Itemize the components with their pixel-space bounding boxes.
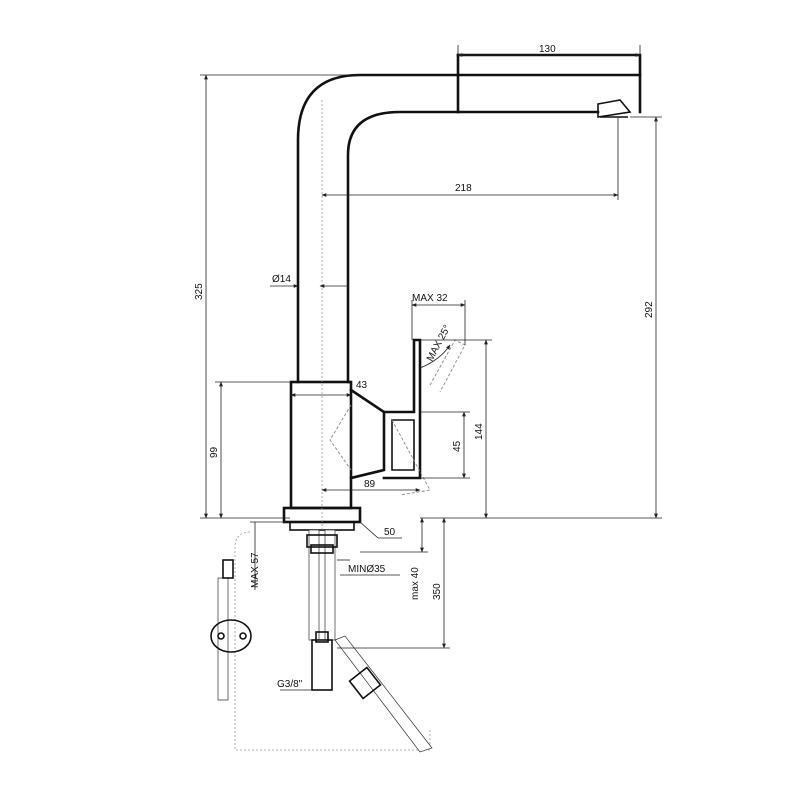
dim-218: 218 <box>455 183 472 194</box>
dimension-labels: 130 218 325 292 Ø14 MAX 32 MAX 25° 43 99… <box>194 44 655 690</box>
dim-min-diameter-35: MINØ35 <box>348 564 386 575</box>
dim-130: 130 <box>539 44 556 55</box>
dim-89: 89 <box>364 479 376 490</box>
dim-144: 144 <box>474 423 485 440</box>
dim-43: 43 <box>356 380 368 391</box>
dimension-lines <box>200 45 662 691</box>
dim-50: 50 <box>384 527 396 538</box>
dim-thread-g3-8: G3/8" <box>277 679 303 690</box>
dim-292: 292 <box>644 301 655 318</box>
dim-diameter-14: Ø14 <box>272 274 291 285</box>
dim-max-57: MAX 57 <box>250 552 261 588</box>
dim-45: 45 <box>452 440 463 452</box>
faucet-outline <box>282 53 642 531</box>
dim-max-32: MAX 32 <box>412 293 448 304</box>
hidden-lines <box>234 100 466 751</box>
dim-99: 99 <box>209 446 220 458</box>
hoses <box>210 529 433 753</box>
dim-max-40: max 40 <box>410 567 421 600</box>
dim-350: 350 <box>432 583 443 600</box>
dim-325: 325 <box>194 283 205 300</box>
